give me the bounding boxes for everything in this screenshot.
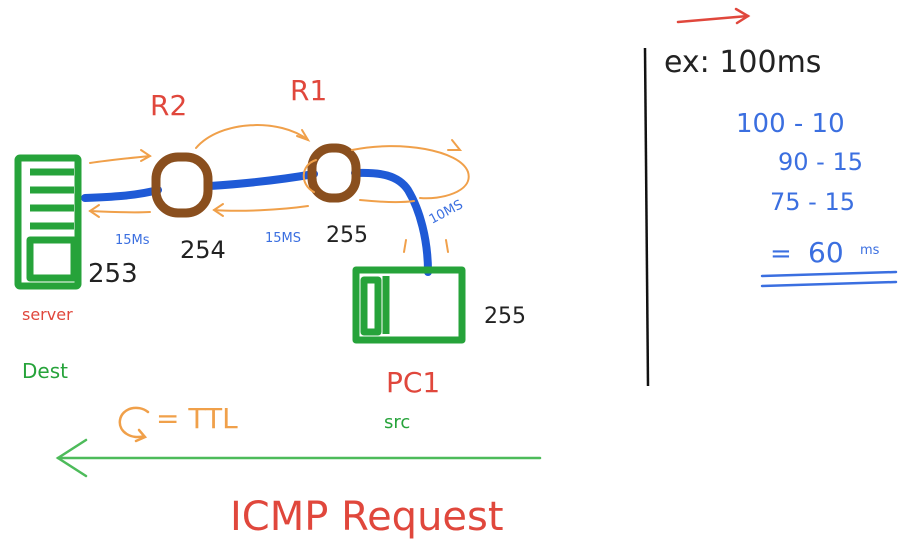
red-arrow-icon — [676, 7, 751, 25]
ttl-r2: 254 — [180, 236, 226, 264]
ttl-pc: 255 — [484, 304, 526, 329]
calc-result-prefix: = — [770, 239, 792, 269]
router-r2-icon — [151, 152, 213, 218]
calc-result-value: 60 — [808, 236, 844, 269]
pc-label: PC1 — [386, 366, 440, 399]
ttl-r1: 255 — [326, 223, 368, 248]
ttl-server: 253 — [88, 259, 138, 289]
router-r1-label: R1 — [290, 74, 327, 107]
server-label: server — [22, 305, 73, 324]
router-r1-icon — [307, 143, 361, 203]
example-label: ex: 100ms — [664, 45, 821, 80]
calc-line-3: 75 - 15 — [770, 188, 855, 216]
latency-server-r2: 15Ms — [115, 233, 150, 248]
link-server-r2 — [81, 186, 162, 202]
link-r1-pc — [351, 168, 432, 276]
icmp-request-label: ICMP Request — [230, 494, 504, 540]
server-icon — [14, 154, 82, 290]
ttl-legend-icon — [118, 406, 150, 443]
ttl-legend-label: = TTL — [156, 402, 238, 435]
dest-label: Dest — [22, 359, 68, 383]
latency-r2-r1: 15MS — [265, 231, 301, 246]
divider-line — [643, 47, 650, 387]
src-label: src — [384, 412, 410, 433]
icmp-arrow — [55, 438, 542, 478]
calc-line-2: 90 - 15 — [778, 148, 863, 176]
calc-result-unit: ms — [860, 243, 880, 258]
link-r2-r1 — [206, 170, 318, 190]
hop-arrows — [88, 124, 470, 253]
calc-line-1: 100 - 10 — [736, 109, 845, 139]
result-underline — [760, 270, 898, 288]
router-r2-label: R2 — [150, 89, 187, 122]
latency-r1-pc: 10MS — [427, 197, 466, 227]
pc-icon — [352, 266, 466, 344]
